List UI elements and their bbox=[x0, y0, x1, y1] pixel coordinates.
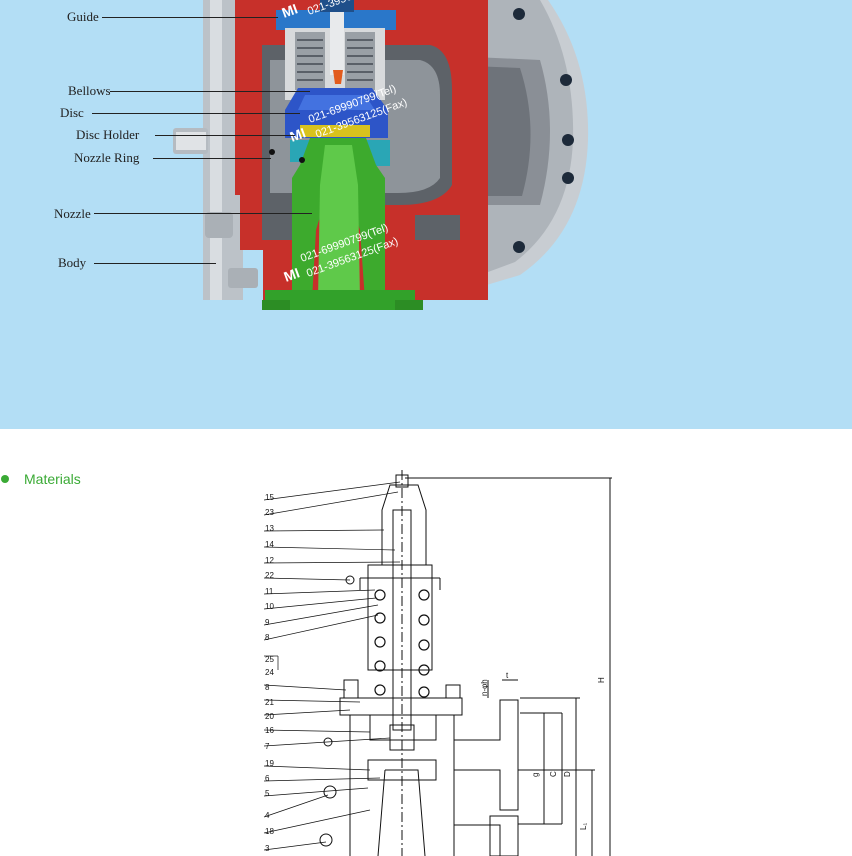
part-number: 8 bbox=[265, 633, 270, 642]
leader-disc-holder bbox=[155, 135, 295, 136]
part-number: 19 bbox=[265, 759, 274, 768]
label-bellows: Bellows bbox=[68, 83, 111, 98]
label-body: Body bbox=[58, 255, 87, 270]
part-number: 20 bbox=[265, 712, 274, 721]
leader-bellows bbox=[110, 91, 310, 92]
dimension-label-h: H bbox=[597, 677, 606, 683]
leader-nozzle-ring bbox=[153, 158, 271, 159]
part-number: 25 bbox=[265, 655, 274, 664]
part-number: 11 bbox=[265, 587, 274, 596]
leader-nozzle bbox=[94, 213, 312, 214]
part-number: 10 bbox=[265, 602, 274, 611]
part-number: 4 bbox=[265, 811, 270, 820]
label-nozzle-ring: Nozzle Ring bbox=[74, 150, 140, 165]
dimension-label-d: D bbox=[563, 771, 572, 777]
part-number: 24 bbox=[265, 668, 274, 677]
part-number: 8 bbox=[265, 683, 270, 692]
watermark-logo-bottom: MI bbox=[282, 264, 302, 284]
part-number: 3 bbox=[265, 844, 270, 853]
dimension-label-l1: L₁ bbox=[579, 823, 588, 830]
leader-disc bbox=[92, 113, 300, 114]
dimension-label-g: g bbox=[531, 773, 540, 777]
label-nozzle: Nozzle bbox=[54, 206, 91, 221]
part-number: 21 bbox=[265, 698, 274, 707]
dimension-label-t: t bbox=[506, 671, 509, 680]
leader-body bbox=[94, 263, 216, 264]
label-guide: Guide bbox=[67, 9, 99, 24]
materials-heading: Materials bbox=[0, 470, 81, 488]
part-number: 23 bbox=[265, 508, 274, 517]
part-number: 7 bbox=[265, 742, 270, 751]
bullet-dot-icon bbox=[1, 475, 9, 483]
dimension-label-n-phi-h: n-φh bbox=[480, 679, 489, 696]
materials-title: Materials bbox=[24, 471, 81, 487]
part-number: 13 bbox=[265, 524, 274, 533]
part-number: 16 bbox=[265, 726, 274, 735]
valve-cutaway-graphic: MI 021-3956 MI 021-69990799(Tel) 021-395… bbox=[173, 0, 589, 310]
label-disc-holder: Disc Holder bbox=[76, 127, 140, 142]
part-number: 15 bbox=[265, 493, 274, 502]
valve-cutaway-illustration: MI 021-3956 MI 021-69990799(Tel) 021-395… bbox=[0, 0, 852, 429]
part-number: 5 bbox=[265, 789, 270, 798]
part-number: 12 bbox=[265, 556, 274, 565]
leader-guide bbox=[102, 17, 278, 18]
part-number: 6 bbox=[265, 774, 270, 783]
technical-drawing: 15 23 13 14 12 22 11 10 9 8 25 24 8 21 2… bbox=[263, 470, 612, 856]
part-number: 9 bbox=[265, 618, 270, 627]
watermark-logo-middle: MI bbox=[288, 124, 308, 144]
watermark-logo-top: MI bbox=[280, 0, 300, 20]
dimension-label-c: C bbox=[549, 771, 558, 777]
part-number: 14 bbox=[265, 540, 274, 549]
label-disc: Disc bbox=[60, 105, 84, 120]
part-number: 22 bbox=[265, 571, 274, 580]
part-number: 18 bbox=[265, 827, 274, 836]
